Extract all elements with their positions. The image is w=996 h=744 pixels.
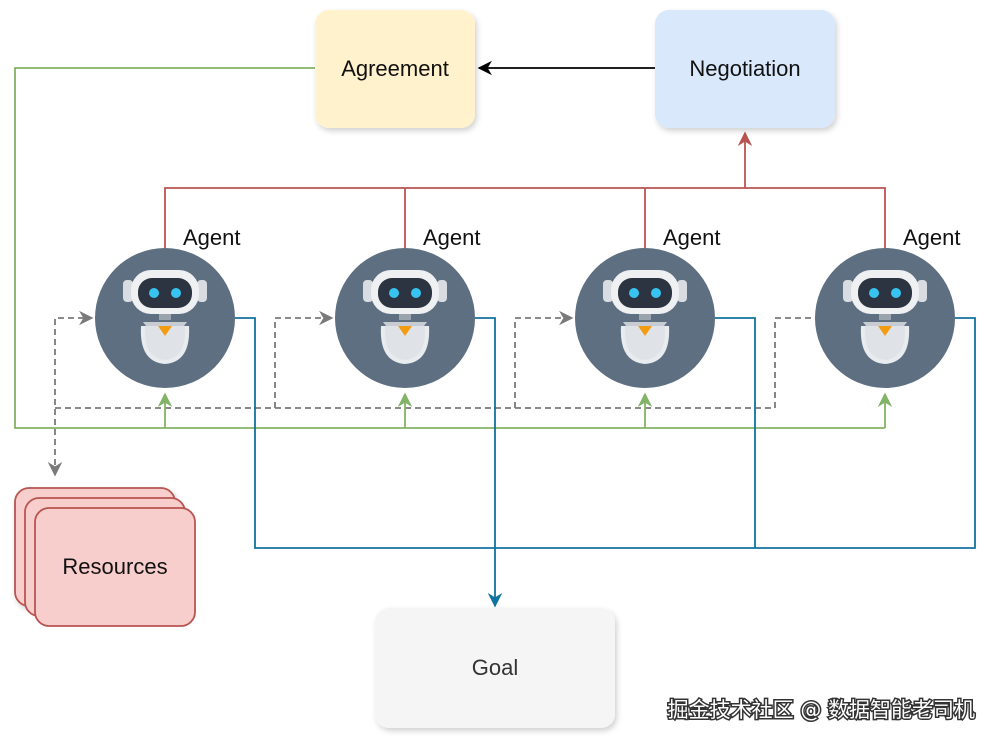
negotiation-label: Negotiation [689,56,800,81]
robot-icon [335,248,475,388]
resources-card-front [34,507,196,627]
agent-1[interactable]: Agent [95,225,241,388]
robot-icon [575,248,715,388]
agreement-links [14,67,893,429]
agent-label: Agent [903,225,961,250]
resources-node[interactable]: Resources [14,487,196,627]
agent-label: Agent [183,225,241,250]
negotiation-links [164,131,886,248]
watermark: 掘金技术社区 @ 数据智能老司机 [666,697,976,724]
goal-link-agent-1 [235,317,976,549]
resource-link-agent-3 [275,310,574,409]
goal-link-agent-2 [475,317,503,608]
robot-icon [95,248,235,388]
negotiation-node[interactable]: Negotiation [655,10,835,128]
goal-label: Goal [472,655,518,680]
negotiation-bus [164,187,886,248]
watermark-text: 掘金技术社区 @ 数据智能老司机 [668,698,975,722]
agent-4[interactable]: Agent [815,225,961,388]
agreement-feedback-line [14,67,885,429]
goal-node[interactable]: Goal [375,608,615,728]
agent-label: Agent [423,225,481,250]
agreement-node[interactable]: Agreement [315,10,475,128]
resource-link-agent-1 [47,310,94,477]
robot-icon [815,248,955,388]
goal-link-agent-3 [715,317,756,548]
agent-label: Agent [663,225,721,250]
resources-label: Resources [62,554,167,579]
agreement-label: Agreement [341,56,449,81]
goal-links [235,317,976,608]
agent-3[interactable]: Agent [575,225,721,388]
agent-2[interactable]: Agent [335,225,481,388]
